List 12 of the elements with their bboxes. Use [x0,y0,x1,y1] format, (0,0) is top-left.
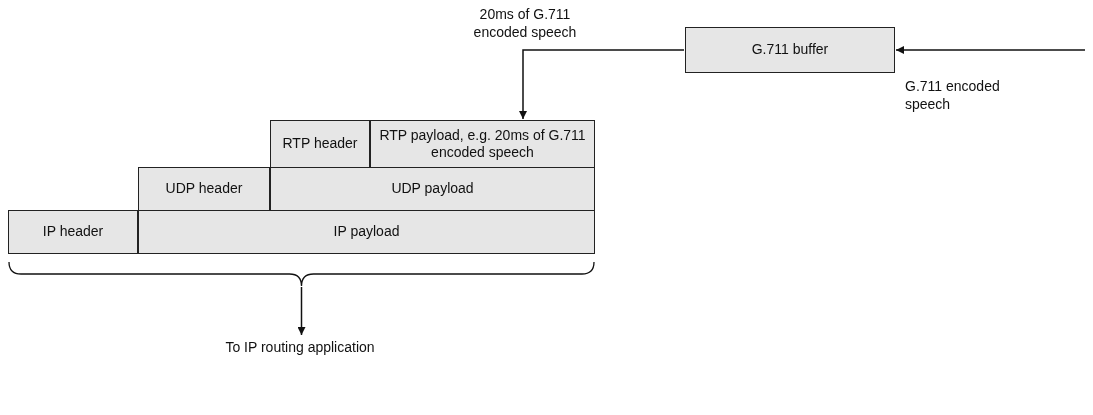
arrow [519,49,685,120]
arrow [297,286,306,336]
header-field: UDP header [138,167,270,211]
payload-field: RTP payload, e.g. 20ms of G.711 encoded speech [370,120,595,168]
destination-text: To IP routing application [210,337,390,359]
brace [8,261,595,287]
header-field: IP header [8,210,138,254]
buffer-box: G.711 buffer [685,27,895,73]
arrow [895,46,1086,54]
payload-field: IP payload [138,210,595,254]
header-field: RTP header [270,120,370,168]
payload-field: UDP payload [270,167,595,211]
